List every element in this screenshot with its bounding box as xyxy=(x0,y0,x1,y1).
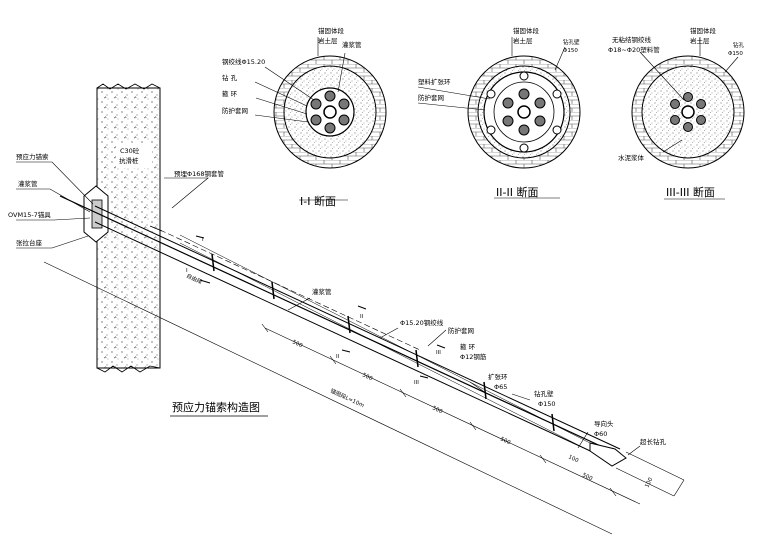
section-3-title: III-III 断面 xyxy=(666,185,715,199)
cable-label: 预应力锚索 xyxy=(16,152,49,161)
s1-anchor-label: 锚固体段 xyxy=(318,26,345,35)
cut-3-top: III xyxy=(436,350,441,356)
main-diagram: C30砼 抗滑桩 xyxy=(8,83,685,535)
s3-hole-dia-label: Φ150 xyxy=(728,51,743,57)
s1-mesh-label: 防护套网 xyxy=(222,106,248,115)
s1-soil-label: 岩土层 xyxy=(318,36,338,45)
main-title: 预应力锚索构造图 xyxy=(172,400,260,414)
hole-dia-label: Φ150 xyxy=(538,400,556,408)
s3-anchor-label: 锚固体段 xyxy=(690,26,717,35)
s1-grout-label: 灌浆管 xyxy=(342,40,362,49)
anchorage-label: OVM15-7锚具 xyxy=(8,210,51,219)
dim-7: 100 xyxy=(644,476,654,489)
hoop-label: 箍 环 xyxy=(460,342,476,351)
s2-anchor-label: 锚固体段 xyxy=(513,26,540,35)
free-length-label: 自由段 xyxy=(185,272,204,286)
ring-dia-label: Φ65 xyxy=(494,383,507,391)
anchor-head xyxy=(91,199,103,229)
sleeve-label: 预埋Φ168钢套管 xyxy=(174,169,225,178)
s2-soil-label: 岩土层 xyxy=(513,36,533,45)
s3-pipe-label: Φ18~Φ20塑料管 xyxy=(608,45,660,54)
anchor-length-label: 锚固段L=10m xyxy=(329,387,365,410)
mesh-label: 防护套网 xyxy=(448,326,474,335)
cut-1-bottom: I xyxy=(186,268,188,274)
section-2: 锚固体段 岩土层 钻孔壁 Φ150 塑料扩张环 防护套网 II-II 断面 xyxy=(417,26,581,199)
grout-pipe-label: 灌浆管 xyxy=(18,179,38,188)
section-3: 无粘结钢绞线 Φ18~Φ20塑料管 锚固体段 岩土层 钻孔 Φ150 水泥浆体 … xyxy=(608,26,745,200)
dim-2: 500 xyxy=(361,372,374,382)
s2-ring-label: 塑料扩张环 xyxy=(418,77,451,86)
guide-dia-label: Φ60 xyxy=(594,430,607,438)
steel-label: Φ12钢筋 xyxy=(460,352,487,361)
dim-4: 500 xyxy=(499,436,512,446)
cut-2-top: II xyxy=(360,314,364,320)
dim-6: 100 xyxy=(567,454,580,464)
s1-strand-label: 钢绞线Φ15.20 xyxy=(222,57,265,66)
s3-hole-label: 钻孔 xyxy=(733,41,745,49)
dim-5: 500 xyxy=(581,472,594,482)
s3-cement-label: 水泥浆体 xyxy=(618,153,645,162)
strand-bundle xyxy=(486,71,562,153)
s2-mesh-label: 防护套网 xyxy=(418,93,444,102)
dim-3: 500 xyxy=(431,405,444,415)
guide-head xyxy=(589,442,627,467)
hole-wall-label: 钻孔壁 xyxy=(534,389,554,398)
cut-2-bottom: II xyxy=(336,354,340,360)
section-1: 锚固体段 岩土层 灌浆管 钢绞线Φ15.20 钻 孔 箍 环 防护套网 I-I … xyxy=(222,26,387,208)
grout-pipe-2-label: 灌浆管 xyxy=(312,287,332,296)
guide-label: 导向头 xyxy=(594,419,614,428)
strand-bundle xyxy=(310,90,350,134)
ring-label: 扩张环 xyxy=(488,372,508,381)
section-1-title: I-I 断面 xyxy=(300,194,336,208)
over-drill-label: 超长钻孔 xyxy=(640,437,667,446)
s2-wall-dia-label: Φ150 xyxy=(563,48,578,54)
strand-bundle xyxy=(670,92,706,132)
s1-hoop-label: 箍 环 xyxy=(222,89,238,98)
section-2-title: II-II 断面 xyxy=(496,185,538,199)
s3-soil-label: 岩土层 xyxy=(690,36,710,45)
wall-concrete-label: C30砼 xyxy=(120,146,140,155)
strand-label: Φ15.20钢绞线 xyxy=(400,318,444,327)
cut-1-top: I xyxy=(202,237,204,243)
s2-wall-label: 钻孔壁 xyxy=(563,38,580,46)
wall-pile-label: 抗滑桩 xyxy=(119,156,139,165)
s3-strand-label: 无粘结钢绞线 xyxy=(612,35,652,44)
s1-hole-label: 钻 孔 xyxy=(222,73,238,82)
platform-label: 张拉台座 xyxy=(16,238,43,247)
dim-1: 500 xyxy=(291,339,304,349)
cut-3-bottom: III xyxy=(414,380,419,386)
